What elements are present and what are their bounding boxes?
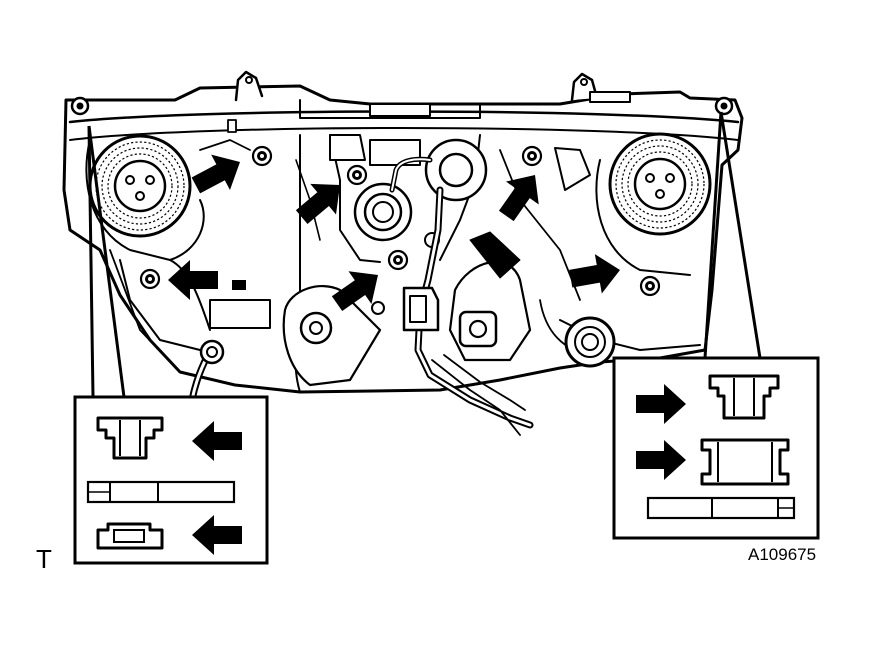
clip-profile-icon	[96, 416, 164, 460]
screw-icon	[387, 249, 409, 271]
left-knob-icon	[88, 134, 192, 238]
right-knob-icon	[608, 132, 712, 236]
screw-icon	[346, 164, 368, 186]
right-inset-detail	[612, 356, 820, 540]
figure-id: A109675	[748, 545, 817, 564]
screw-icon	[521, 145, 543, 167]
corner-mark: T	[36, 544, 52, 574]
leader-lines	[87, 111, 762, 398]
clip-profile-icon	[700, 438, 790, 486]
screw-icon	[251, 145, 273, 167]
screw-icon	[139, 268, 161, 290]
screw-icon	[639, 275, 661, 297]
left-inset-detail	[73, 395, 269, 565]
top-tab-left	[234, 70, 264, 102]
clip-profile-icon	[708, 374, 780, 420]
